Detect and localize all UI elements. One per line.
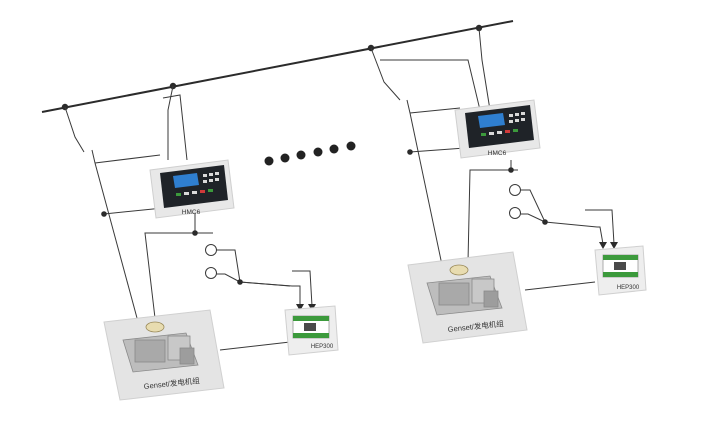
wire-junction: [407, 149, 413, 155]
controller-screen: [173, 173, 199, 188]
controller-model-label: HMC6: [182, 209, 201, 216]
ellipsis-dot: [264, 156, 274, 166]
controller-buttons: [176, 189, 213, 196]
current-transformer-icon: [509, 207, 521, 219]
arrow-down-icon: [296, 304, 304, 311]
wire-junction: [508, 167, 514, 173]
ellipsis-dot: [280, 153, 290, 163]
unit-1-junctions: [101, 211, 243, 285]
unit-2-sensors: [509, 184, 521, 219]
protection-module-1: HEP300: [284, 305, 339, 356]
protection-module-2: HEP300: [594, 245, 647, 296]
current-transformer-icon: [205, 244, 217, 256]
wire-junction: [542, 219, 548, 225]
controller-screen: [478, 113, 505, 128]
controller-2: HMC6: [454, 99, 541, 159]
controller-1: HMC6: [149, 159, 235, 219]
more-units-ellipsis: [264, 141, 356, 166]
unit-2-arrows: [599, 242, 618, 249]
controller-model-label: HMC6: [488, 150, 507, 157]
unit-1-wiring: [64, 85, 313, 351]
wire-junction: [237, 279, 243, 285]
arrow-down-icon: [599, 242, 607, 249]
ellipsis-dot: [346, 141, 356, 151]
wire-junction: [101, 211, 107, 217]
unit-1-sensors: [205, 244, 217, 279]
unit-2-junctions: [407, 149, 548, 225]
ellipsis-dot: [313, 147, 323, 157]
unit-2-wiring: [370, 27, 615, 291]
busbar: [41, 20, 514, 113]
current-transformer-icon: [205, 267, 217, 279]
genset-1: Genset/发电机组: [103, 309, 225, 401]
protection-model-label: HEP300: [311, 344, 334, 350]
protection-model-label: HEP300: [617, 285, 640, 291]
ellipsis-dot: [296, 150, 306, 160]
controller-buttons: [481, 129, 518, 136]
wire-junction: [192, 230, 198, 236]
genset-2: Genset/发电机组: [407, 251, 528, 344]
arrow-down-icon: [610, 242, 618, 249]
ellipsis-dot: [329, 144, 339, 154]
current-transformer-icon: [509, 184, 521, 196]
